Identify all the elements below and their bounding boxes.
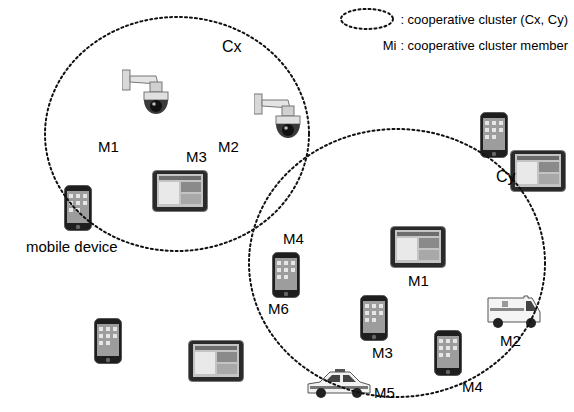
legend-ellipse [338,7,396,31]
member-label: M4 [283,230,304,247]
phone-icon [361,296,388,341]
device-caption: mobile device [26,238,118,255]
ellipse-outline [44,16,310,252]
phone-icon [273,253,300,298]
camera-icon [254,94,300,138]
legend: : cooperative cluster (Cx, Cy)Mi: cooper… [338,6,568,58]
member-label: M3 [372,344,393,361]
cluster-ellipse: Cx [44,16,310,252]
member-label: M1 [408,272,429,289]
dotted-ellipse [341,9,393,29]
tablet-icon [511,151,566,192]
ambulance-icon [488,296,540,328]
member-label: M1 [98,138,119,155]
legend-row: : cooperative cluster (Cx, Cy) [338,6,568,32]
phone-icon [65,186,92,231]
phone-icon [435,331,462,376]
cluster-name: Cy [496,168,516,186]
member-label: M4 [462,378,483,395]
phone-icon [95,319,122,364]
member-label: M6 [268,300,289,317]
member-label: M3 [186,148,207,165]
member-label: M5 [374,384,395,401]
police-car-icon [308,369,370,398]
legend-sample: Mi [338,32,400,58]
member-label: M2 [500,332,521,349]
tablet-icon [189,341,244,382]
legend-text: : cooperative cluster member [400,38,568,53]
dotted-ellipse [249,129,545,397]
legend-row: Mi: cooperative cluster member [338,32,568,58]
tablet-icon [391,227,446,268]
phone-icon [481,113,508,158]
cluster-name: Cx [222,38,242,56]
legend-text: : cooperative cluster (Cx, Cy) [400,12,568,27]
member-label: M2 [218,138,239,155]
legend-sample [338,6,400,32]
tablet-icon [153,171,208,212]
camera-icon [122,70,168,114]
cluster-ellipse: Cy [248,128,546,398]
member-label: Mi [383,38,397,53]
dotted-ellipse [45,17,309,251]
